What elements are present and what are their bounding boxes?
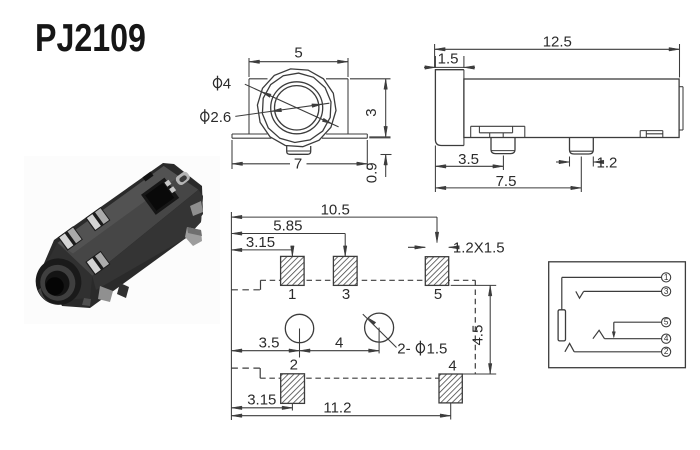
svg-text:2.6: 2.6 [210, 109, 231, 126]
svg-text:12.5: 12.5 [543, 34, 572, 51]
svg-text:4: 4 [664, 334, 669, 343]
svg-text:7: 7 [294, 156, 302, 173]
svg-text:5.85: 5.85 [273, 218, 302, 235]
svg-text:2-: 2- [397, 340, 410, 357]
svg-text:10.5: 10.5 [321, 201, 350, 218]
svg-text:5: 5 [434, 286, 442, 303]
svg-text:1.2X1.5: 1.2X1.5 [453, 240, 505, 257]
svg-text:5: 5 [294, 44, 302, 61]
svg-text:4: 4 [335, 335, 343, 352]
svg-text:1: 1 [288, 286, 296, 303]
svg-text:1.5: 1.5 [427, 340, 448, 357]
svg-text:4.5: 4.5 [469, 325, 486, 346]
svg-text:11.2: 11.2 [323, 400, 351, 417]
svg-text:3.5: 3.5 [458, 151, 479, 168]
svg-text:1.2: 1.2 [597, 154, 618, 171]
svg-text:0.9: 0.9 [363, 162, 380, 183]
svg-text:3.15: 3.15 [247, 392, 276, 409]
svg-text:2: 2 [290, 357, 298, 374]
svg-text:2: 2 [664, 347, 669, 356]
svg-text:3: 3 [664, 287, 669, 296]
svg-text:1: 1 [664, 273, 669, 282]
svg-text:3.15: 3.15 [246, 234, 275, 251]
svg-text:3: 3 [363, 108, 380, 116]
svg-text:3: 3 [342, 286, 350, 303]
svg-text:3.5: 3.5 [259, 334, 280, 351]
svg-text:7.5: 7.5 [496, 173, 517, 190]
svg-text:4: 4 [448, 357, 456, 374]
svg-text:1.5: 1.5 [438, 51, 459, 68]
svg-text:4: 4 [223, 75, 231, 92]
svg-text:5: 5 [664, 318, 669, 327]
